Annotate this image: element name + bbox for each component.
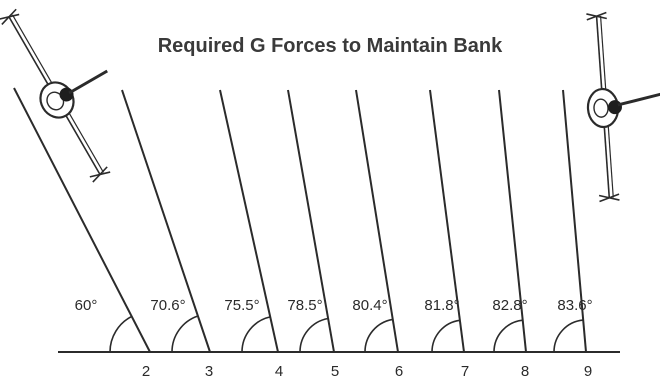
bank-line <box>287 89 335 353</box>
bank-line <box>498 89 527 353</box>
bank-line <box>355 89 399 353</box>
g-force-label: 6 <box>395 363 403 379</box>
bank-angle-label: 60° <box>75 297 98 314</box>
g-force-label: 4 <box>275 363 283 379</box>
bank-lines-group: 60° 2 70.6° 3 75.5° 4 78.5° 5 80.4° 6 81.8° 7 82.8° 8… <box>13 87 593 379</box>
angle-arc <box>431 319 461 353</box>
bank-line <box>13 87 151 353</box>
angle-arc <box>241 316 271 353</box>
bank-line <box>429 89 465 353</box>
g-force-label: 9 <box>584 363 592 379</box>
g-force-label: 8 <box>521 363 529 379</box>
bank-line <box>121 89 211 353</box>
g-force-label: 5 <box>331 363 339 379</box>
g-force-label: 7 <box>461 363 469 379</box>
angle-arc <box>109 315 133 353</box>
angle-arc <box>364 318 393 353</box>
bank-line <box>219 89 279 353</box>
banked-aircraft-icon <box>0 8 111 183</box>
bank-angle-label: 81.8° <box>424 297 459 314</box>
bank-angle-label: 75.5° <box>224 297 259 314</box>
angle-arc <box>493 319 523 353</box>
g-force-label: 3 <box>205 363 213 379</box>
bank-angle-label: 70.6° <box>150 297 185 314</box>
angle-arc <box>299 317 329 353</box>
bank-angle-label: 78.5° <box>287 297 322 314</box>
diagram-title: Required G Forces to Maintain Bank <box>158 35 503 57</box>
bank-angle-label: 82.8° <box>492 297 527 314</box>
near-vertical-aircraft-icon <box>586 11 660 203</box>
angle-arc <box>553 319 584 353</box>
bank-angle-label: 83.6° <box>557 297 592 314</box>
bank-angle-label: 80.4° <box>352 297 387 314</box>
angle-arc <box>171 315 199 353</box>
bank-line <box>562 89 587 353</box>
g-force-label: 2 <box>142 363 150 379</box>
